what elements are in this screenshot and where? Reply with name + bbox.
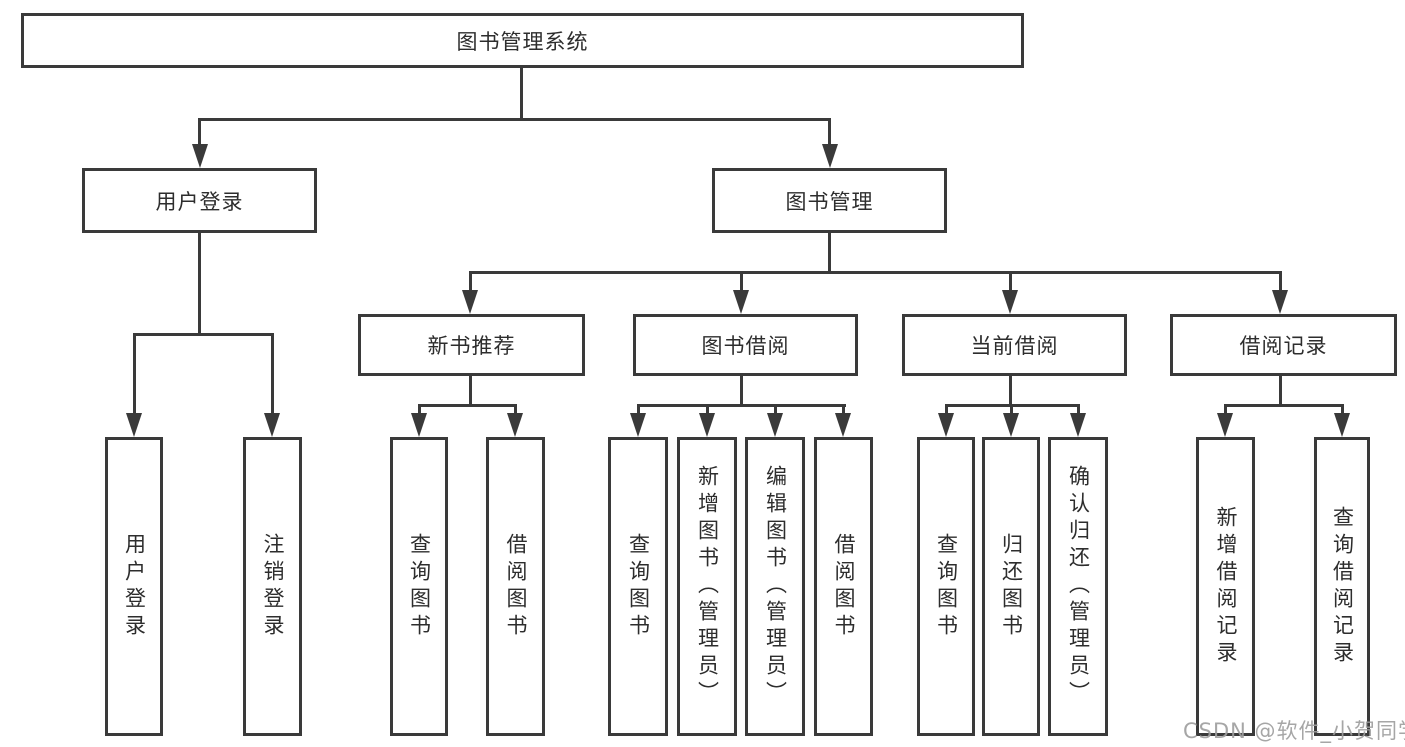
node-label: 借阅图书 [832, 532, 856, 641]
node-user-login-leaf: 用户登录 [105, 437, 163, 736]
arrowhead-down-icon [264, 413, 280, 437]
arrowhead-down-icon [192, 144, 208, 168]
node-add-books-admin: 新增图书（管理员） [677, 437, 737, 736]
node-label: 新增借阅记录 [1214, 505, 1238, 668]
arrowhead-down-icon [938, 413, 954, 437]
node-book-borrowing: 图书借阅 [633, 314, 858, 376]
connector-line [520, 68, 523, 120]
connector-line [945, 404, 1080, 407]
connector-line [198, 118, 831, 121]
node-label: 新书推荐 [427, 334, 516, 358]
connector-line [1341, 406, 1344, 415]
watermark: CSDN @软件_小贺同学 [1183, 719, 1405, 743]
connector-line [828, 233, 831, 273]
node-label: 查询借阅记录 [1330, 505, 1355, 668]
node-label: 确认归还（管理员） [1066, 465, 1091, 708]
node-label: 借阅记录 [1239, 334, 1328, 358]
arrowhead-down-icon [835, 413, 851, 437]
node-label: 图书借阅 [701, 334, 790, 358]
connector-line [418, 406, 421, 415]
connector-line [198, 120, 201, 146]
node-edit-books-admin: 编辑图书（管理员） [745, 437, 805, 736]
node-logout: 注销登录 [243, 437, 302, 736]
arrowhead-down-icon [507, 413, 523, 437]
connector-line [1077, 406, 1080, 415]
connector-line [1224, 404, 1344, 407]
connector-line [198, 233, 201, 335]
node-label: 用户登录 [122, 532, 147, 641]
node-label: 查询图书 [626, 532, 651, 641]
node-user-login: 用户登录 [82, 168, 317, 233]
connector-line [1010, 406, 1013, 415]
node-query-books-borrowing: 查询图书 [608, 437, 668, 736]
connector-line [828, 120, 831, 146]
connector-line [945, 406, 948, 415]
node-label: 归还图书 [999, 532, 1024, 641]
arrowhead-down-icon [1002, 290, 1018, 314]
node-label: 注销登录 [261, 532, 285, 641]
connector-line [1009, 273, 1012, 291]
connector-line [1224, 406, 1227, 415]
node-return-books: 归还图书 [982, 437, 1040, 736]
arrowhead-down-icon [630, 413, 646, 437]
connector-line [418, 404, 517, 407]
arrowhead-down-icon [699, 413, 715, 437]
connector-line [1279, 273, 1282, 291]
arrowhead-down-icon [462, 290, 478, 314]
connector-line [271, 335, 274, 415]
arrowhead-down-icon [822, 144, 838, 168]
connector-line [774, 406, 777, 415]
node-label: 编辑图书（管理员） [763, 465, 788, 708]
node-label: 借阅图书 [504, 532, 528, 641]
node-label: 当前借阅 [970, 334, 1059, 358]
node-label: 图书管理 [785, 189, 874, 214]
node-borrow-books-recommend: 借阅图书 [486, 437, 545, 736]
node-label: 用户登录 [155, 189, 244, 214]
node-borrowing-records: 借阅记录 [1170, 314, 1397, 376]
node-confirm-return-admin: 确认归还（管理员） [1048, 437, 1108, 736]
node-label: 新增图书（管理员） [695, 465, 720, 708]
node-label: 图书管理系统 [456, 29, 589, 54]
node-add-borrow-record: 新增借阅记录 [1196, 437, 1255, 736]
node-borrow-books-borrowing: 借阅图书 [814, 437, 873, 736]
node-library-management-system: 图书管理系统 [21, 13, 1024, 68]
arrowhead-down-icon [1217, 413, 1233, 437]
connector-line [1279, 376, 1282, 406]
node-label: 查询图书 [407, 532, 432, 641]
node-book-management: 图书管理 [712, 168, 947, 233]
connector-line [469, 273, 472, 291]
connector-line [514, 406, 517, 415]
node-current-borrowing: 当前借阅 [902, 314, 1127, 376]
connector-line [637, 404, 846, 407]
node-query-borrow-record: 查询借阅记录 [1314, 437, 1370, 736]
arrowhead-down-icon [1003, 413, 1019, 437]
connector-line [842, 406, 845, 415]
arrowhead-down-icon [411, 413, 427, 437]
connector-line [133, 333, 274, 336]
arrowhead-down-icon [1070, 413, 1086, 437]
arrowhead-down-icon [126, 413, 142, 437]
connector-line [469, 271, 1282, 274]
arrowhead-down-icon [1334, 413, 1350, 437]
connector-line [740, 273, 743, 291]
connector-line [469, 376, 472, 406]
arrowhead-down-icon [1272, 290, 1288, 314]
node-new-book-recommendation: 新书推荐 [358, 314, 585, 376]
arrowhead-down-icon [733, 290, 749, 314]
connector-line [706, 406, 709, 415]
arrowhead-down-icon [767, 413, 783, 437]
connector-line [637, 406, 640, 415]
connector-line [740, 376, 743, 406]
node-label: 查询图书 [934, 532, 959, 641]
node-query-books-current: 查询图书 [917, 437, 975, 736]
node-query-books-recommend: 查询图书 [390, 437, 448, 736]
connector-line [1009, 376, 1012, 406]
connector-line [133, 335, 136, 415]
